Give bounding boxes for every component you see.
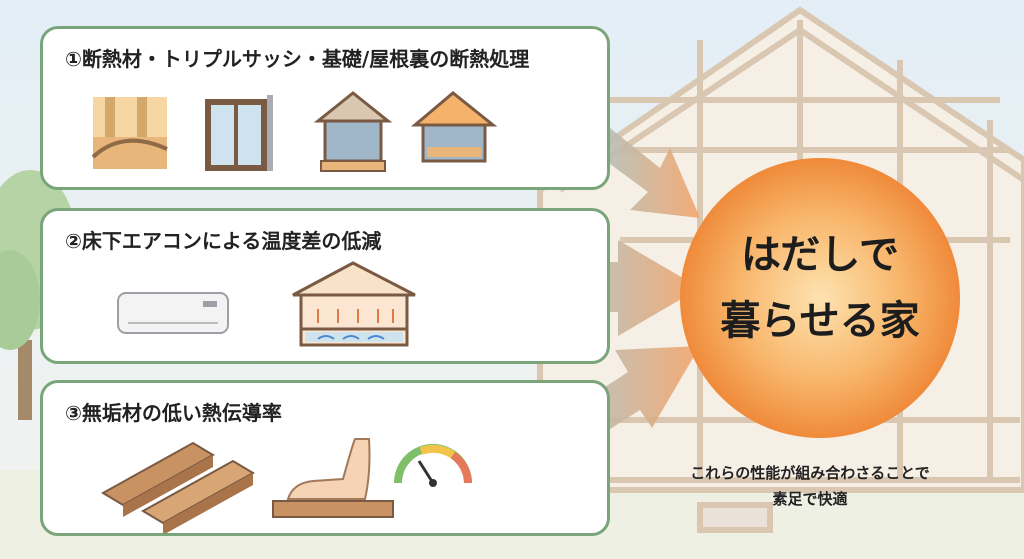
foot-on-wood-icon — [272, 438, 394, 518]
caption-line1: これらの性能が組み合わさることで — [690, 464, 930, 482]
caption-line2: 素足で快適 — [772, 490, 848, 508]
wood-planks-icon — [101, 441, 255, 533]
roof-insulation-house-icon — [410, 91, 498, 163]
center-message: はだしで 暮らせる家 — [680, 222, 960, 372]
air-conditioner-icon — [117, 292, 229, 334]
feature-card-1: ①断熱材・トリプルサッシ・基礎/屋根裏の断熱処理 — [40, 26, 610, 190]
card-title: ①断熱材・トリプルサッシ・基礎/屋根裏の断熱処理 — [65, 47, 530, 71]
center-highlight-circle — [680, 158, 960, 438]
insulation-icon — [91, 97, 168, 169]
center-title-line1: はだしで — [741, 232, 899, 278]
feature-card-3: ③無垢材の低い熱伝導率 — [40, 380, 610, 536]
foundation-insulation-house-icon — [313, 91, 393, 172]
card-title: ③無垢材の低い熱伝導率 — [65, 401, 282, 425]
underfloor-airflow-house-icon — [292, 261, 416, 347]
feature-card-2: ②床下エアコンによる温度差の低減 — [40, 208, 610, 364]
triple-sash-window-icon — [205, 95, 273, 171]
center-title-line2: 暮らせる家 — [720, 298, 920, 344]
thermal-gauge-icon — [394, 444, 472, 487]
card-title: ②床下エアコンによる温度差の低減 — [65, 229, 382, 253]
